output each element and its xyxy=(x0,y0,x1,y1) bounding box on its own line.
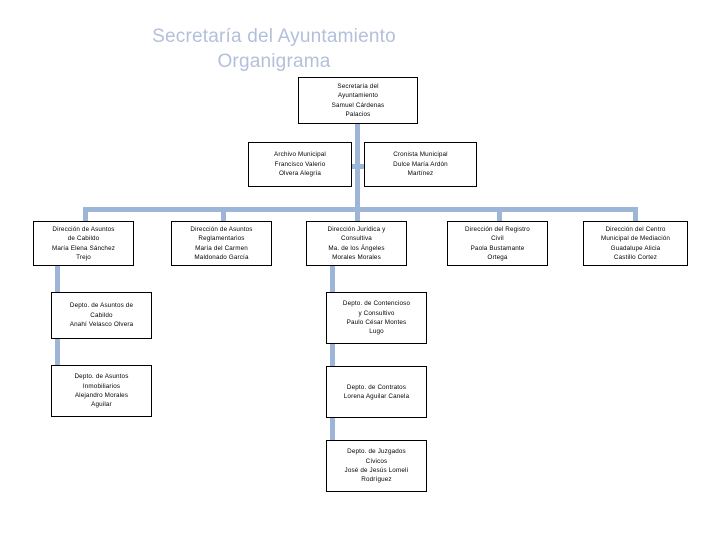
page-title: Secretaría del Ayuntamiento Organigrama xyxy=(152,26,396,72)
node-depto-contencioso-consultivo[interactable]: Depto. de Contencioso y Consultivo Paulo… xyxy=(326,292,427,344)
connector-drop-dir-cabildo xyxy=(83,207,88,222)
node-direccion-asuntos-cabildo[interactable]: Dirección de Asuntos de Cabildo María El… xyxy=(33,221,134,266)
node-depto-asuntos-inmobiliarios[interactable]: Depto. de Asuntos Inmobiliarios Alejandr… xyxy=(51,365,152,417)
node-depto-contratos[interactable]: Depto. de Contratos Lorena Aguilar Canel… xyxy=(326,366,427,418)
connector-drop-dir-reglamentarios xyxy=(221,207,226,222)
node-cronista-municipal[interactable]: Cronista Municipal Dulce María Ardón Mar… xyxy=(364,142,477,187)
connector-drop-dir-registro xyxy=(497,207,502,222)
node-direccion-juridica-consultiva[interactable]: Dirección Jurídica y Consultiva Ma. de l… xyxy=(306,221,407,266)
node-direccion-centro-mediacion[interactable]: Dirección del Centro Municipal de Mediac… xyxy=(583,221,688,266)
connector-drop-dir-mediacion xyxy=(633,207,638,222)
node-depto-asuntos-cabildo[interactable]: Depto. de Asuntos de Cabildo Anahí Velas… xyxy=(51,292,152,339)
node-archivo-municipal[interactable]: Archivo Municipal Francisco Valerio Olve… xyxy=(248,142,352,187)
connector-main-bus xyxy=(83,207,638,212)
connector-level1-crossbar xyxy=(316,164,400,169)
node-direccion-asuntos-reglamentarios[interactable]: Dirección de Asuntos Reglamentarios Marí… xyxy=(171,221,272,266)
node-secretaria-ayuntamiento[interactable]: Secretaría del Ayuntamiento Samuel Cárde… xyxy=(298,77,418,124)
connector-drop-dir-juridica xyxy=(355,207,360,222)
node-depto-juzgados-civicos[interactable]: Depto. de Juzgados Cívicos José de Jesús… xyxy=(326,440,427,492)
node-direccion-registro-civil[interactable]: Dirección del Registro Civil Paola Busta… xyxy=(447,221,548,266)
